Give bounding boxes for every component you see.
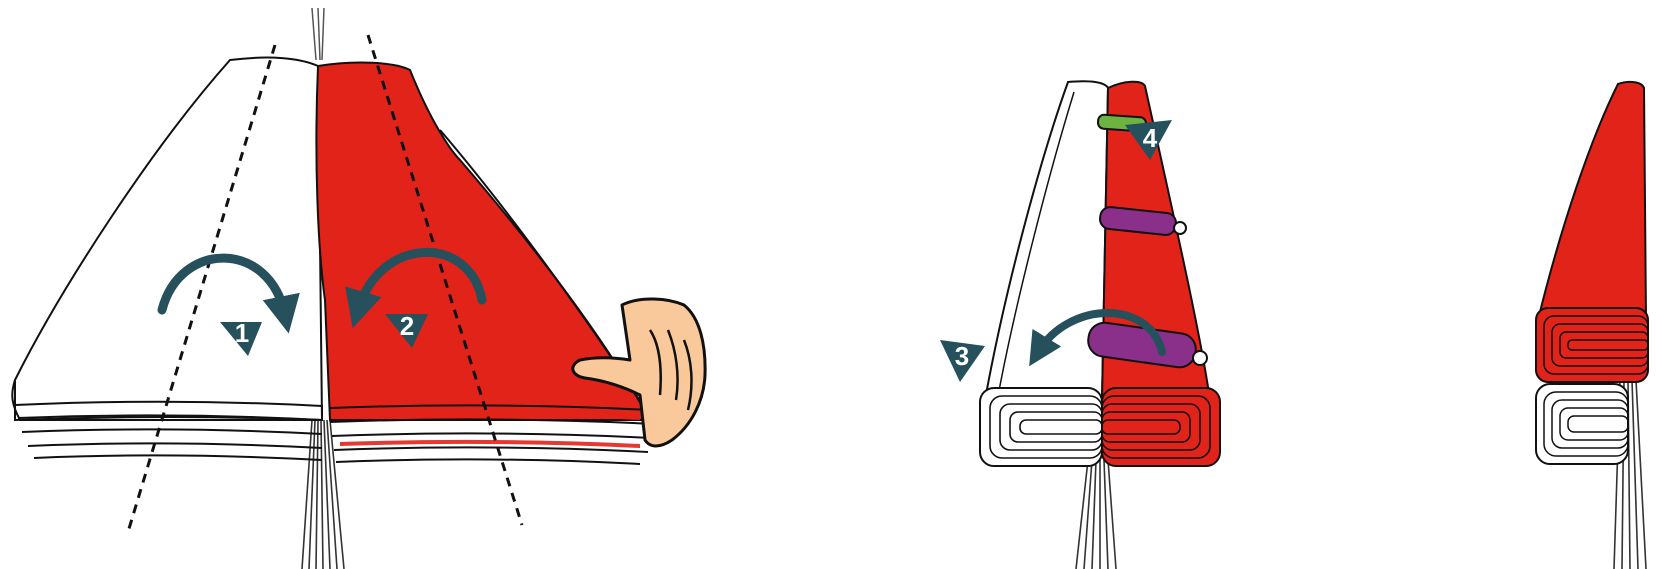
wing-red-half	[316, 63, 655, 464]
panel-1-spread-wing: 1 2	[12, 8, 705, 569]
packed-white-half	[985, 81, 1108, 400]
step-2-label: 2	[400, 311, 414, 341]
panel-2-packed-wing: 3 4	[940, 81, 1220, 569]
final-red-fold	[1538, 82, 1646, 320]
step-1-label: 1	[235, 318, 249, 348]
rolled-cells-white	[980, 388, 1102, 466]
panel-3-final-packed	[1536, 82, 1648, 569]
final-white-rolled-stack	[1536, 384, 1628, 464]
rolled-cells-red	[1102, 388, 1220, 466]
step-4-label: 4	[1143, 123, 1158, 153]
suspension-lines	[1076, 460, 1116, 569]
top-riser-lines	[312, 8, 324, 60]
suspension-lines	[302, 420, 344, 569]
final-red-rolled-stack	[1536, 308, 1648, 382]
step-3-label: 3	[955, 341, 969, 371]
step-3-badge: 3	[940, 340, 985, 382]
